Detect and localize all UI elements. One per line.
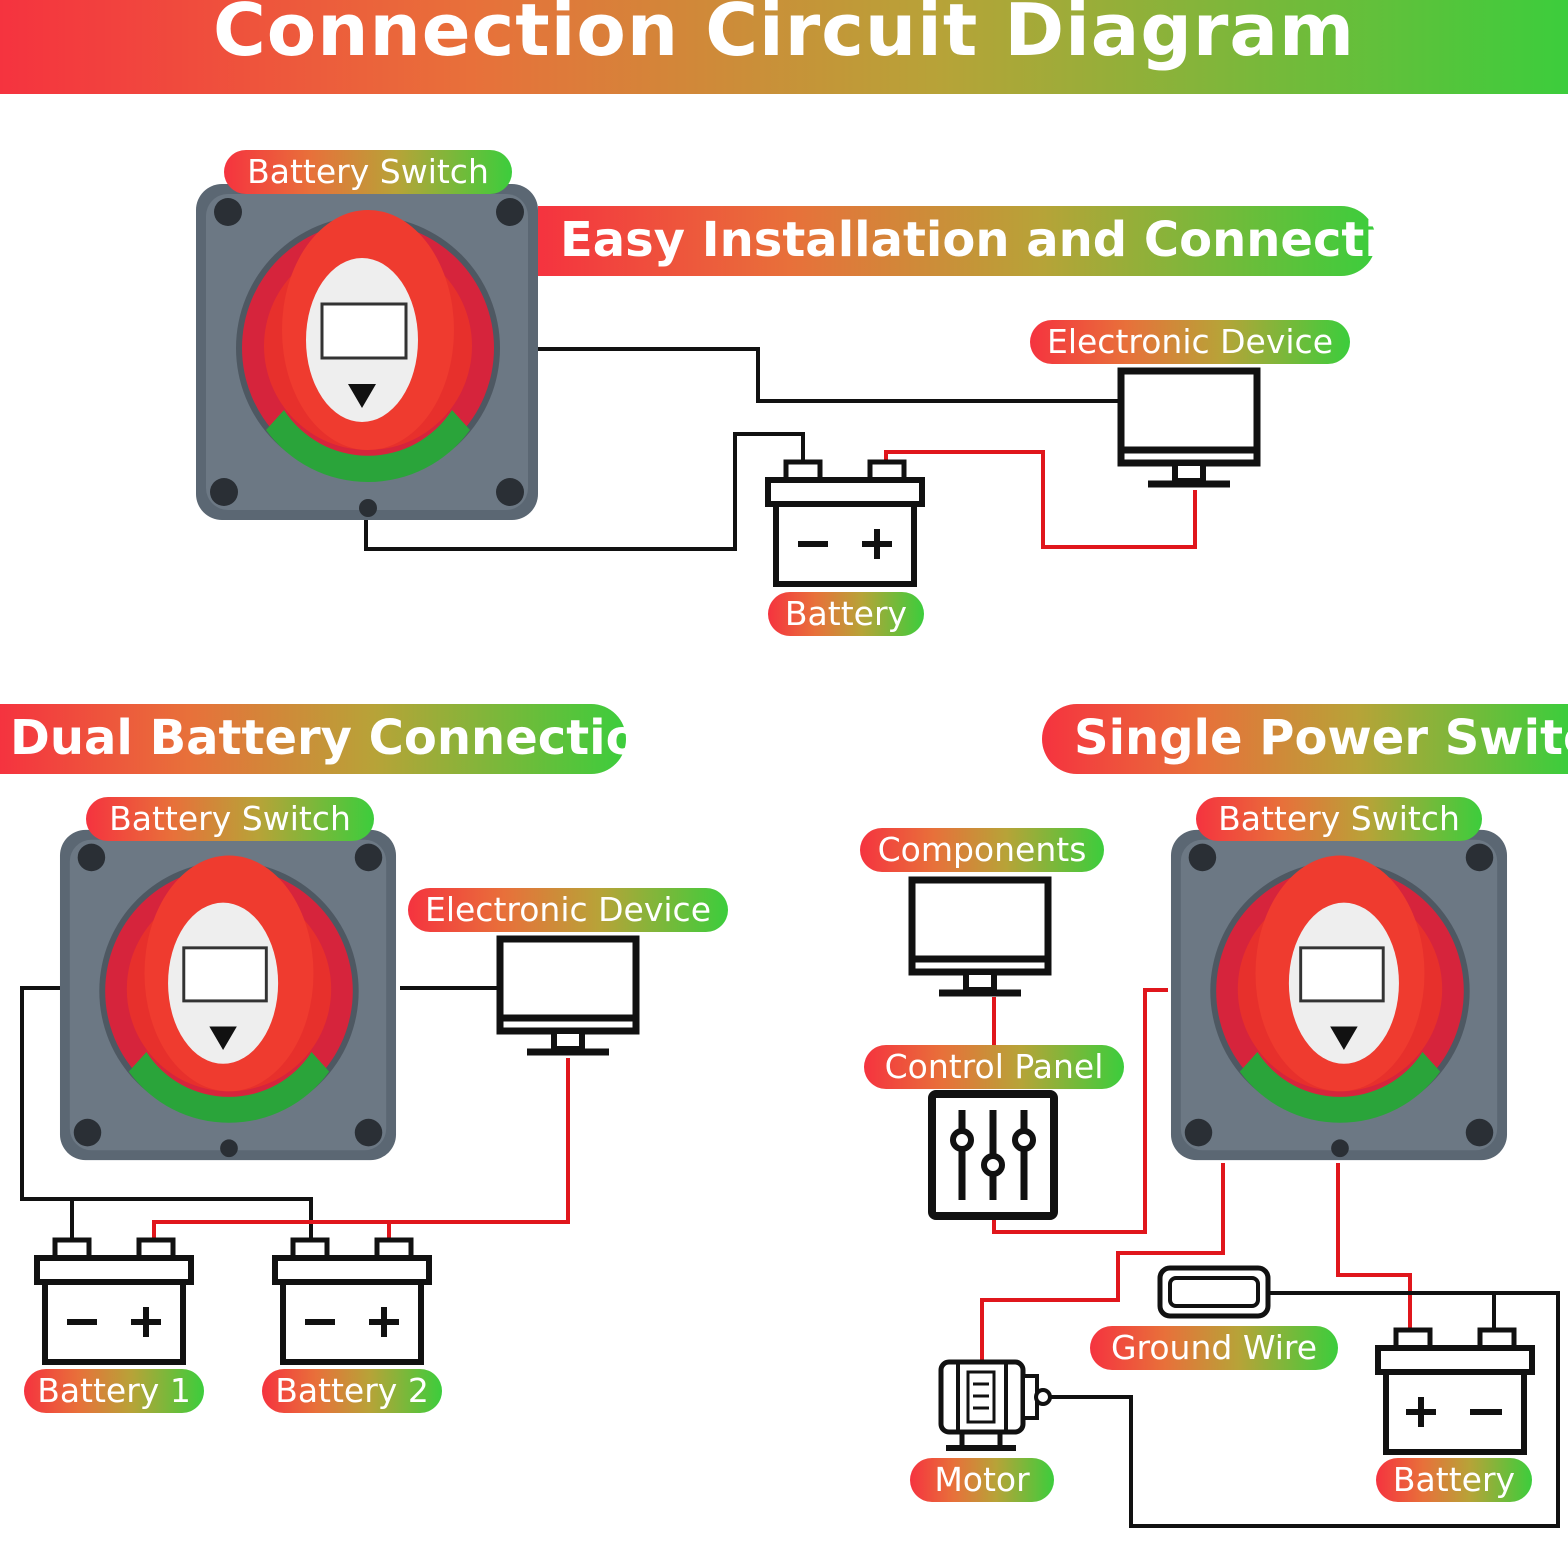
dual-battery2-label: Battery 2: [262, 1369, 442, 1413]
section-header-dual: Dual Battery Connection: [0, 704, 673, 774]
top-device-icon: [1121, 371, 1257, 484]
single-wire-panel-switch: [992, 988, 1168, 1234]
top-wire-battery-device: [884, 450, 1197, 549]
page-title: Connection Circuit Diagram: [212, 0, 1356, 72]
section-header-single-text: Single Power Switch: [1074, 710, 1568, 766]
control-panel-label: Control Panel: [864, 1045, 1124, 1089]
section-header-single: Single Power Switch: [1042, 704, 1568, 774]
single-wire-switch-battery: [1336, 1163, 1412, 1330]
top-wire-switch-battery: [364, 432, 805, 551]
dual-battery1-icon: [37, 1240, 191, 1362]
dual-battery2-icon: [275, 1240, 429, 1362]
dual-device-label: Electronic Device: [408, 888, 728, 932]
top-banner: Connection Circuit Diagram: [0, 0, 1568, 94]
motor-label: Motor: [910, 1458, 1054, 1502]
single-battery-switch: [1170, 829, 1508, 1161]
dual-battery1-label: Battery 1: [24, 1369, 204, 1413]
top-device-label: Electronic Device: [1030, 320, 1350, 364]
single-switch-label: Battery Switch: [1196, 797, 1482, 841]
top-battery-switch: [196, 184, 538, 520]
section-header-easy: Easy Installation and Connection: [538, 206, 1448, 276]
dual-wire-neg: [20, 986, 313, 1240]
dual-device-icon: [500, 939, 636, 1052]
dual-switch-label: Battery Switch: [86, 797, 374, 841]
dual-wire-pos: [152, 1058, 570, 1240]
components-label: Components: [860, 828, 1104, 872]
top-battery-icon: [768, 462, 922, 584]
single-battery-label: Battery: [1376, 1458, 1532, 1502]
dual-battery-switch: [59, 829, 397, 1161]
motor-icon: [938, 1359, 1052, 1451]
components-icon: [912, 880, 1048, 993]
top-wire-switch-device: [538, 347, 1119, 403]
ground-wire-label: Ground Wire: [1090, 1326, 1338, 1370]
single-wire-ground: [1050, 1291, 1560, 1528]
top-switch-label: Battery Switch: [224, 150, 512, 194]
control-panel-icon: [928, 1090, 1058, 1220]
ground-wire-icon: [1157, 1265, 1271, 1319]
section-header-dual-text: Dual Battery Connection: [10, 710, 673, 766]
section-header-easy-text: Easy Installation and Connection: [560, 212, 1448, 268]
top-battery-label: Battery: [768, 592, 924, 636]
single-battery-icon: [1375, 1327, 1535, 1455]
single-wire-switch-motor: [980, 1163, 1225, 1360]
